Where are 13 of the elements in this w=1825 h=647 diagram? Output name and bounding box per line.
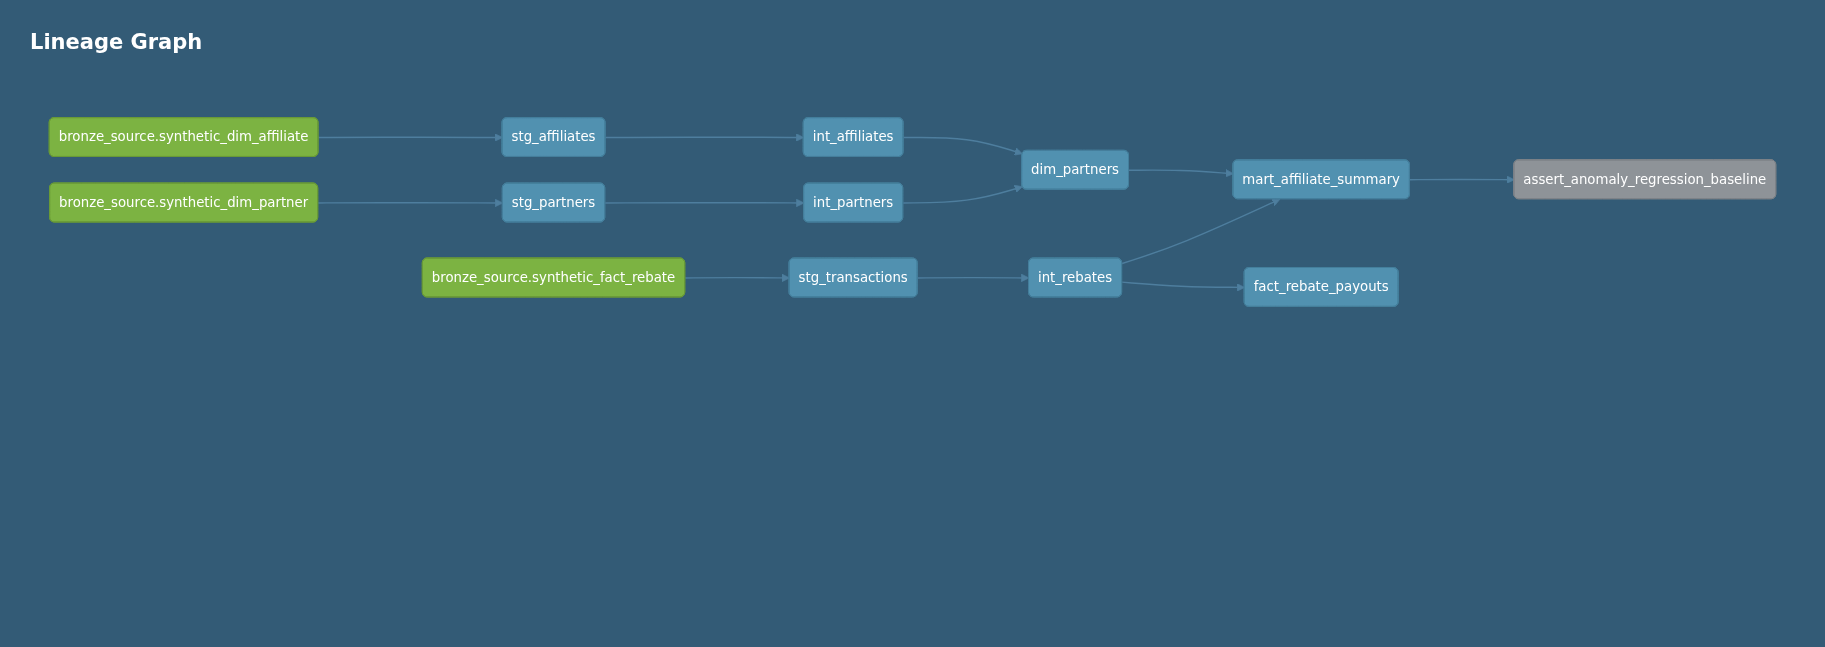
arrow (1128, 169, 1234, 178)
arrow (684, 273, 790, 283)
arrow (1121, 281, 1246, 292)
arrow (1409, 175, 1515, 184)
arrow (317, 198, 504, 208)
arrow (604, 133, 805, 142)
arrow (604, 198, 805, 208)
arrow (902, 136, 1023, 156)
title: Lineage Graph (30, 30, 203, 54)
arrow (902, 184, 1023, 204)
arrow (1121, 198, 1281, 265)
arrow (317, 133, 503, 142)
arrow (917, 273, 1030, 283)
